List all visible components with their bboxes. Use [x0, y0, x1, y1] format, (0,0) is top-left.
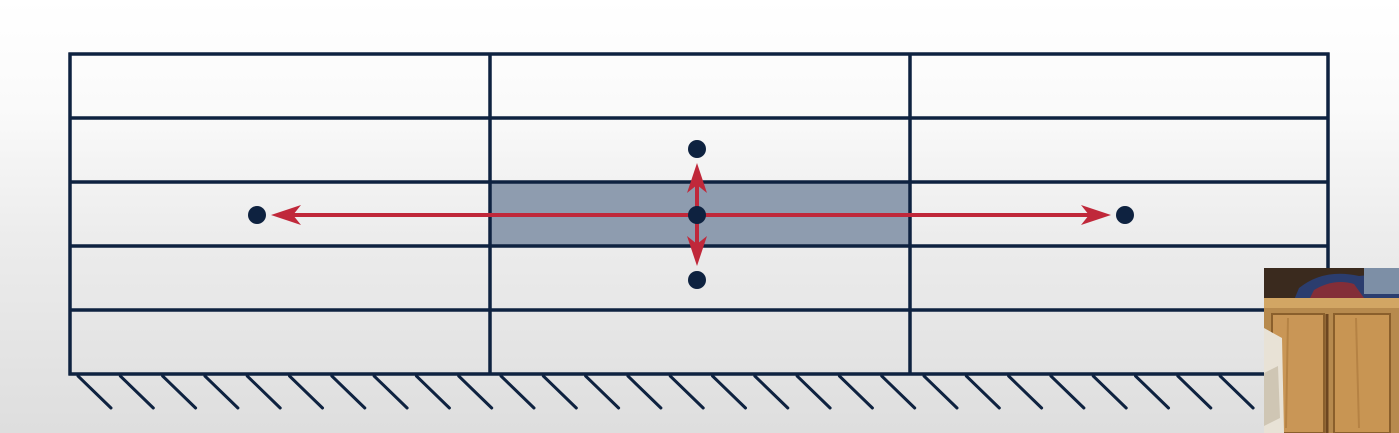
webcam-feed-icon	[1264, 268, 1399, 433]
hatch-mark	[203, 374, 240, 410]
arrow-head	[687, 163, 707, 193]
hatch-mark	[330, 374, 367, 410]
hatch-mark	[880, 374, 917, 410]
node-right	[1116, 206, 1134, 224]
hatch-mark	[584, 374, 621, 410]
hatch-mark	[1218, 374, 1255, 410]
arrow-left	[271, 205, 697, 225]
arrow-right	[697, 205, 1111, 225]
hatch-mark	[1007, 374, 1044, 410]
hatch-mark	[541, 374, 578, 410]
hatch-mark	[161, 374, 198, 410]
hatch-mark	[1176, 374, 1213, 410]
hatch-mark	[837, 374, 874, 410]
webcam-overlay	[1264, 268, 1399, 433]
node-center	[688, 206, 706, 224]
nodes	[248, 140, 1134, 289]
hatch-mark	[964, 374, 1001, 410]
node-left	[248, 206, 266, 224]
hatch-mark	[288, 374, 324, 410]
hatch-mark	[457, 374, 494, 410]
ground-hatching	[76, 374, 1255, 410]
hatch-mark	[372, 374, 409, 410]
hatch-mark	[499, 374, 536, 410]
arrow-head	[687, 236, 707, 266]
node-up	[688, 140, 706, 158]
arrow-head	[1081, 205, 1111, 225]
hatch-mark	[1049, 374, 1086, 410]
hatch-mark	[1091, 374, 1128, 410]
hatch-mark	[626, 374, 663, 410]
hatch-mark	[118, 374, 155, 410]
arrows	[271, 163, 1111, 266]
hatch-mark	[1134, 374, 1170, 410]
hatch-mark	[76, 374, 113, 410]
hatch-mark	[711, 374, 747, 410]
hatch-mark	[668, 374, 705, 410]
hatch-mark	[414, 374, 451, 410]
arrow-head	[271, 205, 301, 225]
hatch-mark	[922, 374, 959, 410]
hatch-mark	[795, 374, 832, 410]
node-down	[688, 271, 706, 289]
hatch-mark	[753, 374, 790, 410]
hatch-mark	[245, 374, 282, 410]
